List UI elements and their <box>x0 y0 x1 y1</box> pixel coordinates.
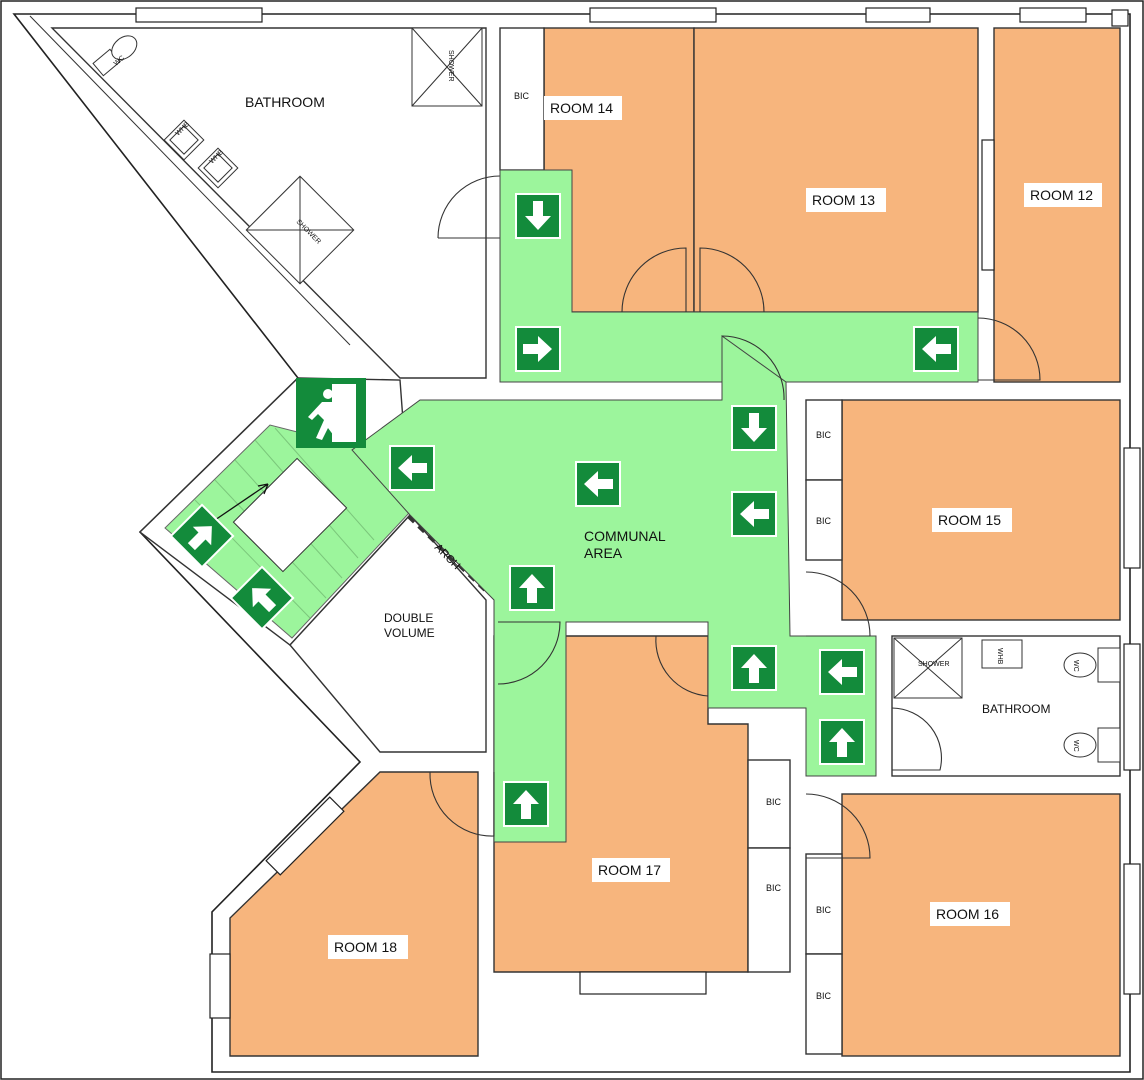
arrow-down-icon <box>731 405 777 451</box>
wc-label-right-1: WC <box>1072 660 1079 672</box>
arrow-left-icon <box>389 445 435 491</box>
escape-route-top <box>499 169 979 383</box>
room-13-label: ROOM 13 <box>812 192 875 208</box>
arrow-down-icon <box>515 193 561 239</box>
room-15-label: ROOM 15 <box>938 512 1001 528</box>
arrow-up-left-icon <box>229 565 295 631</box>
bic-15b <box>805 479 843 561</box>
room-17-label: ROOM 17 <box>598 862 661 878</box>
bic-17a <box>747 759 791 849</box>
communal-label-1: COMMUNAL <box>584 528 666 544</box>
bic-16b <box>805 953 843 1055</box>
arrow-right-icon <box>515 326 561 372</box>
double-volume-label-1: DOUBLE <box>384 611 433 625</box>
bathroom-right-label: BATHROOM <box>982 702 1050 716</box>
arrow-up-right-icon <box>169 503 235 569</box>
bic-label-16a: BIC <box>816 905 832 915</box>
whb-label-right: WHB <box>996 648 1003 665</box>
whb-top-2 <box>197 147 239 189</box>
bic-label-15a: BIC <box>816 430 832 440</box>
bic-17b <box>747 847 791 973</box>
room-14-label: ROOM 14 <box>550 100 613 116</box>
wc-right-1 <box>1063 647 1121 683</box>
arrow-up-icon <box>819 719 865 765</box>
room-12-label: ROOM 12 <box>1030 187 1093 203</box>
doors <box>429 247 1041 859</box>
arrow-left-icon <box>575 461 621 507</box>
shower-top-cross <box>411 27 483 107</box>
shower-right-cross <box>893 637 963 699</box>
room-16-label: ROOM 16 <box>936 906 999 922</box>
room-labels: ROOM 14 ROOM 13 ROOM 12 ROOM 15 ROOM 16 … <box>328 96 1102 959</box>
wc-right-2 <box>1063 727 1121 763</box>
shower-lower <box>245 175 355 285</box>
arrow-left-icon <box>819 649 865 695</box>
whb-right <box>981 639 1023 669</box>
escape-route-communal <box>351 335 877 843</box>
shower-label-top: SHOWER <box>447 50 454 82</box>
wc-label-right-2: WC <box>1072 740 1079 752</box>
windows <box>135 7 1141 1019</box>
room-18-area <box>229 771 479 1057</box>
bathroom-top-label: BATHROOM <box>245 94 325 110</box>
bic-15a <box>805 399 843 481</box>
running-man-exit-icon <box>296 378 366 448</box>
bic-label-top: BIC <box>514 91 530 101</box>
arrow-left-icon <box>913 326 959 372</box>
room-13-area <box>693 27 979 313</box>
arrow-up-icon <box>503 781 549 827</box>
bic-16a <box>805 853 843 955</box>
double-volume-label-2: VOLUME <box>384 626 435 640</box>
door-top-bathroom <box>437 175 501 239</box>
bic-label-15b: BIC <box>816 516 832 526</box>
arrow-left-icon <box>731 491 777 537</box>
room-18-label: ROOM 18 <box>334 939 397 955</box>
bathroom-diagonal-wall <box>29 15 351 346</box>
arrow-signs <box>169 193 959 827</box>
whb-top-1 <box>163 119 205 161</box>
bic-label-17a: BIC <box>766 797 782 807</box>
arrow-up-icon <box>731 645 777 691</box>
bic-label-16b: BIC <box>816 991 832 1001</box>
arrow-up-icon <box>509 565 555 611</box>
double-volume <box>289 513 487 753</box>
bic-label-17b: BIC <box>766 883 782 893</box>
shower-label-right: SHOWER <box>918 661 950 668</box>
wc-top <box>92 35 138 77</box>
communal-label-2: AREA <box>584 545 623 561</box>
